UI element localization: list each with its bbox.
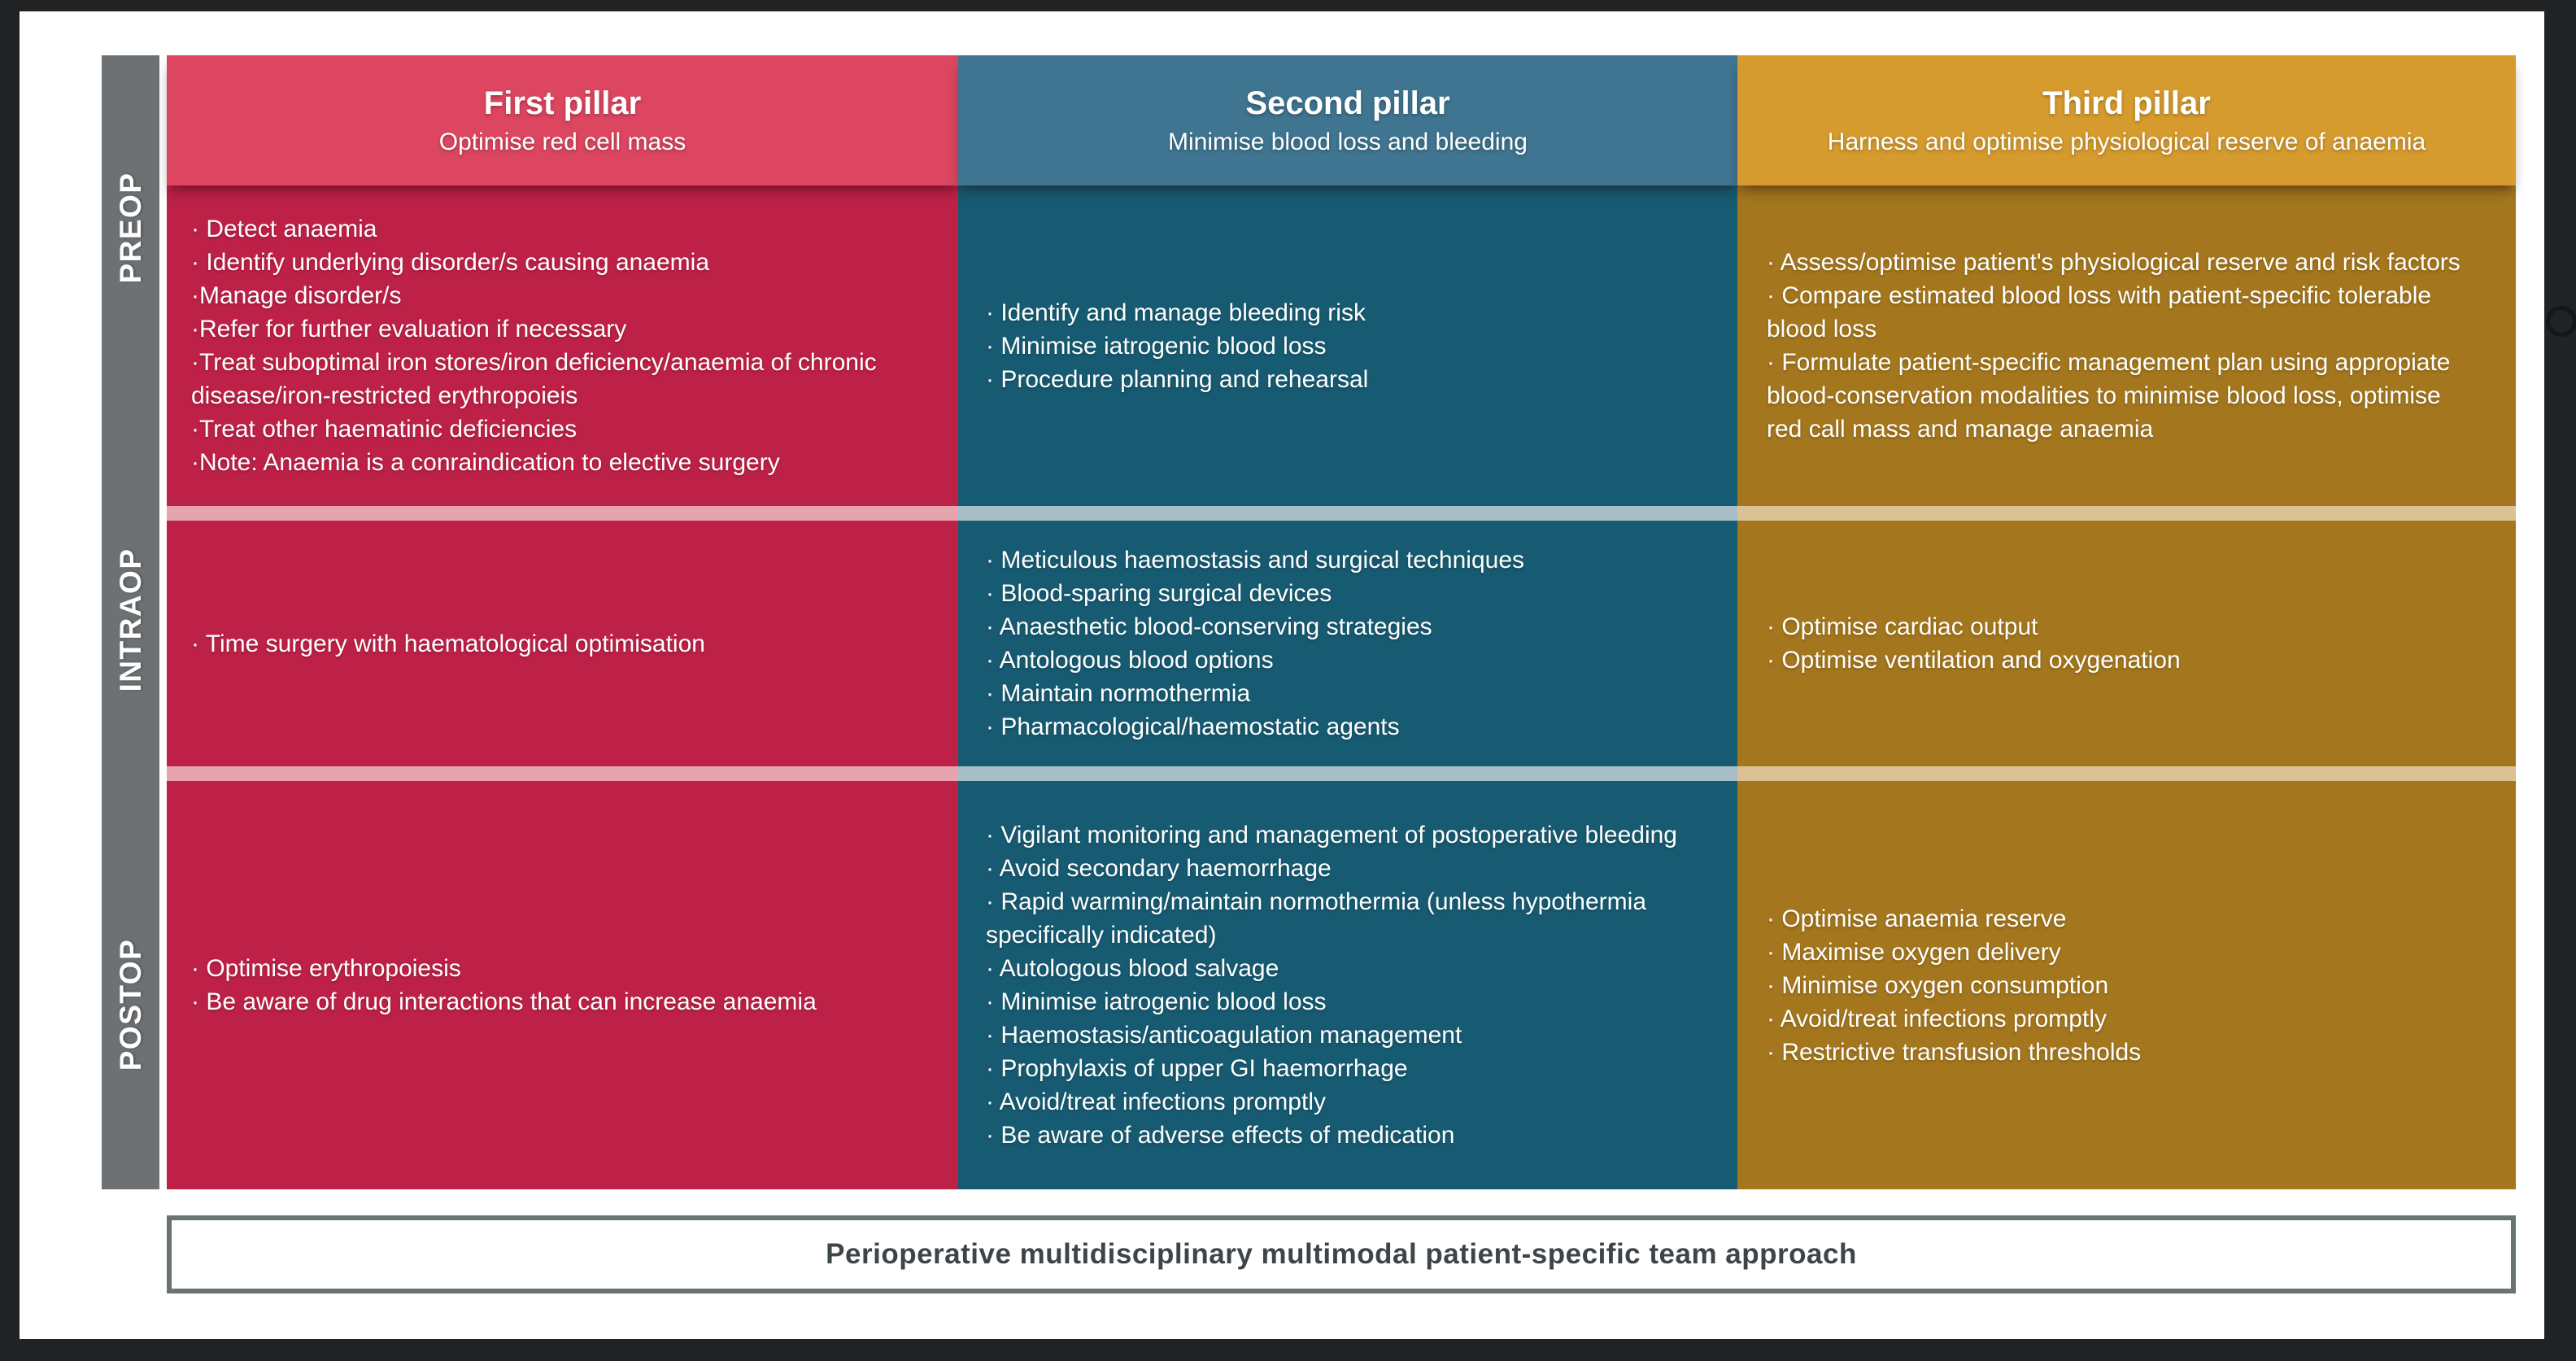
- bullet-item: · Pharmacological/haemostatic agents: [986, 713, 1400, 740]
- row-separator: [1737, 766, 2516, 781]
- cell-third-intraop: · Optimise cardiac output · Optimise vent…: [1737, 521, 2516, 766]
- bullet-item: · Identify and manage bleeding risk: [986, 299, 1366, 326]
- frame-circle-icon: [2546, 306, 2576, 337]
- bullet-item: · Time surgery with haematological optim…: [191, 630, 705, 657]
- bullet-item: · Identify underlying disorder/s causing…: [191, 249, 710, 276]
- pillar-header-first: First pillar Optimise red cell mass: [167, 55, 958, 185]
- bullet-item: · Optimise anaemia reserve: [1767, 905, 2067, 932]
- footer-banner: Perioperative multidisciplinary multimod…: [167, 1215, 2516, 1293]
- bullet-item: · Meticulous haemostasis and surgical te…: [986, 547, 1525, 574]
- bullet-item: · Haemostasis/anticoagulation management: [986, 1022, 1462, 1049]
- bullet-item: · Antologous blood options: [986, 647, 1274, 674]
- pbm-table: First pillar Optimise red cell mass Seco…: [167, 55, 2516, 1189]
- row-separator: [1737, 506, 2516, 521]
- bullet-item: ·Note: Anaemia is a conraindication to e…: [191, 449, 780, 476]
- pillar-header-second: Second pillar Minimise blood loss and bl…: [958, 55, 1737, 185]
- bullet-item: · Be aware of adverse effects of medicat…: [986, 1122, 1455, 1149]
- bullet-item: · Optimise erythropoiesis: [191, 955, 461, 982]
- cell-second-postop: · Vigilant monitoring and management of …: [958, 781, 1737, 1189]
- cell-first-intraop: · Time surgery with haematological optim…: [167, 521, 958, 766]
- pillar-title: Third pillar: [2042, 85, 2211, 121]
- pillar-title: First pillar: [483, 85, 642, 121]
- cell-third-postop: · Optimise anaemia reserve · Maximise oxy…: [1737, 781, 2516, 1189]
- row-separator: [958, 506, 1737, 521]
- bullet-item: · Compare estimated blood loss with pati…: [1767, 282, 2432, 342]
- bullet-item: · Restrictive transfusion thresholds: [1767, 1038, 2142, 1066]
- bullet-item: · Avoid/treat infections promptly: [1767, 1005, 2107, 1032]
- pillar-subtitle: Harness and optimise physiological reser…: [1827, 128, 2426, 155]
- bullet-item: · Maximise oxygen delivery: [1767, 938, 2061, 966]
- bullet-item: · Formulate patient-specific management …: [1767, 349, 2451, 443]
- cell-third-preop: · Assess/optimise patient's physiologica…: [1737, 185, 2516, 506]
- bullet-item: ·Treat other haematinic deficiencies: [191, 416, 578, 443]
- bullet-item: · Optimise ventilation and oxygenation: [1767, 647, 2181, 674]
- bullet-item: · Procedure planning and rehearsal: [986, 365, 1369, 393]
- bullet-item: · Autologous blood salvage: [986, 955, 1279, 982]
- bullet-item: · Minimise iatrogenic blood loss: [986, 988, 1327, 1015]
- bullet-item: ·Refer for further evaluation if necessa…: [191, 316, 627, 342]
- row-separator: [167, 506, 958, 521]
- phase-sidebar: PREOP INTRAOP POSTOP: [102, 55, 159, 1189]
- phase-label-preop: PREOP: [113, 172, 147, 284]
- bullet-item: · Be aware of drug interactions that can…: [191, 988, 817, 1015]
- bullet-item: · Assess/optimise patient's physiologica…: [1767, 249, 2460, 276]
- bullet-item: · Minimise oxygen consumption: [1767, 971, 2109, 999]
- phase-label-postop: POSTOP: [113, 938, 147, 1071]
- pillar-subtitle: Optimise red cell mass: [438, 128, 686, 155]
- bullet-item: ·Treat suboptimal iron stores/iron defic…: [191, 349, 877, 409]
- row-separator: [958, 766, 1737, 781]
- cell-first-postop: · Optimise erythropoiesis · Be aware of d…: [167, 781, 958, 1189]
- bullet-item: · Avoid secondary haemorrhage: [986, 855, 1332, 882]
- bullet-item: · Rapid warming/maintain normothermia (u…: [986, 888, 1647, 949]
- row-separator: [167, 766, 958, 781]
- bullet-item: · Minimise iatrogenic blood loss: [986, 332, 1327, 360]
- cell-first-preop: · Detect anaemia · Identify underlying di…: [167, 185, 958, 506]
- pillar-subtitle: Minimise blood loss and bleeding: [1168, 128, 1528, 155]
- bullet-item: · Vigilant monitoring and management of …: [986, 822, 1677, 848]
- pillar-title: Second pillar: [1245, 85, 1450, 121]
- cell-second-intraop: · Meticulous haemostasis and surgical te…: [958, 521, 1737, 766]
- pillar-header-third: Third pillar Harness and optimise physio…: [1737, 55, 2516, 185]
- bullet-item: · Maintain normothermia: [986, 680, 1251, 707]
- bullet-item: · Optimise cardiac output: [1767, 613, 2038, 640]
- bullet-item: · Prophylaxis of upper GI haemorrhage: [986, 1055, 1408, 1082]
- bullet-item: · Blood-sparing surgical devices: [986, 580, 1332, 607]
- footer-banner-label: Perioperative multidisciplinary multimod…: [826, 1238, 1857, 1270]
- bullet-item: ·Manage disorder/s: [191, 282, 402, 309]
- bullet-item: · Anaesthetic blood-conserving strategie…: [986, 613, 1432, 640]
- bullet-item: · Detect anaemia: [191, 216, 377, 242]
- phase-label-intraop: INTRAOP: [113, 547, 147, 692]
- bullet-item: · Avoid/treat infections promptly: [986, 1088, 1326, 1115]
- cell-second-preop: · Identify and manage bleeding risk · Min…: [958, 185, 1737, 506]
